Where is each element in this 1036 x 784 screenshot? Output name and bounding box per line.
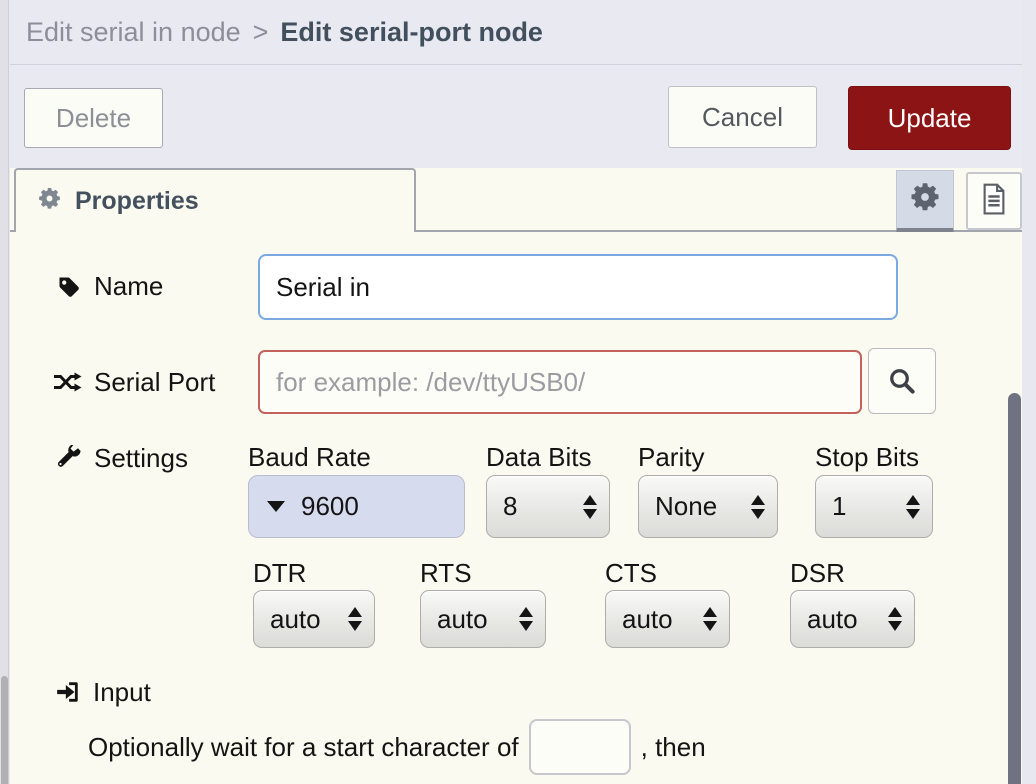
edit-serial-port-dialog: Edit serial in node > Edit serial-port n… [10, 0, 1022, 784]
sign-in-icon [57, 682, 78, 702]
breadcrumb-parent[interactable]: Edit serial in node [26, 16, 241, 47]
wait-text: Optionally wait for a start character of [88, 731, 519, 762]
serial-port-lookup-button[interactable] [868, 348, 936, 414]
baud-rate-value: 9600 [301, 491, 359, 521]
input-section-label: Input [55, 676, 151, 708]
cts-select[interactable]: auto [605, 590, 730, 648]
data-bits-value: 8 [503, 491, 518, 521]
tag-icon [59, 277, 79, 297]
gear-icon [38, 187, 61, 215]
up-down-arrows-icon [583, 494, 597, 519]
form-scrollbar-thumb[interactable] [1008, 393, 1021, 784]
shuffle-icon [54, 372, 82, 392]
dsr-value: auto [807, 603, 858, 634]
dsr-label: DSR [790, 558, 845, 588]
cts-value: auto [622, 603, 673, 634]
up-down-arrows-icon [519, 607, 533, 631]
tabbar-bottom-border [10, 230, 1022, 232]
start-character-input[interactable] [528, 719, 631, 775]
parity-label: Parity [638, 442, 705, 472]
document-icon [979, 182, 1009, 221]
settings-field-label: Settings [55, 442, 188, 474]
dtr-label: DTR [253, 558, 307, 588]
cts-label: CTS [605, 558, 657, 588]
parity-value: None [655, 491, 718, 521]
data-bits-label: Data Bits [486, 442, 592, 472]
edit-properties-button[interactable] [896, 170, 954, 232]
breadcrumb-separator: > [252, 16, 269, 47]
caret-down-icon [267, 501, 285, 512]
stop-bits-label: Stop Bits [815, 442, 920, 472]
start-character-row: Optionally wait for a start character of… [88, 718, 706, 776]
properties-form: Properties Name Serial Port [10, 168, 1022, 784]
data-bits-select[interactable]: 8 [486, 475, 610, 538]
up-down-arrows-icon [888, 607, 902, 631]
tab-properties-label: Properties [75, 186, 199, 215]
name-label-text: Name [94, 270, 164, 301]
node-description-button[interactable] [966, 172, 1022, 230]
search-icon [890, 369, 915, 394]
name-input[interactable] [258, 254, 898, 320]
settings-label-text: Settings [94, 442, 188, 473]
input-section-label-text: Input [93, 676, 151, 707]
update-button[interactable]: Update [848, 86, 1011, 150]
left-scrollbar-track [0, 0, 9, 784]
baud-rate-label: Baud Rate [248, 442, 371, 472]
dtr-select[interactable]: auto [253, 590, 375, 648]
delete-button[interactable]: Delete [24, 88, 163, 148]
cancel-button[interactable]: Cancel [668, 86, 817, 148]
right-window-edge [1022, 0, 1036, 784]
left-scrollbar-thumb[interactable] [1, 676, 8, 784]
stop-bits-value: 1 [832, 491, 847, 521]
up-down-arrows-icon [703, 607, 717, 631]
wrench-icon [57, 444, 81, 467]
rts-label: RTS [420, 558, 472, 588]
dialog-top-band: Edit serial in node > Edit serial-port n… [10, 0, 1022, 168]
page-title: Edit serial-port node [280, 16, 543, 47]
serial-port-field-label: Serial Port [52, 366, 215, 398]
then-text: , then [640, 731, 706, 762]
rts-select[interactable]: auto [420, 590, 546, 648]
serial-port-input[interactable] [258, 350, 862, 414]
parity-select[interactable]: None [638, 475, 778, 538]
stop-bits-select[interactable]: 1 [815, 475, 933, 538]
gear-icon [910, 182, 940, 217]
dtr-value: auto [270, 603, 321, 634]
header-divider [10, 64, 1022, 65]
up-down-arrows-icon [906, 494, 920, 519]
tab-properties[interactable]: Properties [14, 168, 416, 232]
rts-value: auto [437, 603, 488, 634]
name-field-label: Name [55, 270, 163, 302]
breadcrumb: Edit serial in node > Edit serial-port n… [26, 0, 543, 64]
serial-port-label-text: Serial Port [94, 366, 216, 397]
baud-rate-select[interactable]: 9600 [248, 475, 465, 538]
up-down-arrows-icon [348, 607, 362, 631]
dsr-select[interactable]: auto [790, 590, 915, 648]
up-down-arrows-icon [751, 494, 765, 519]
